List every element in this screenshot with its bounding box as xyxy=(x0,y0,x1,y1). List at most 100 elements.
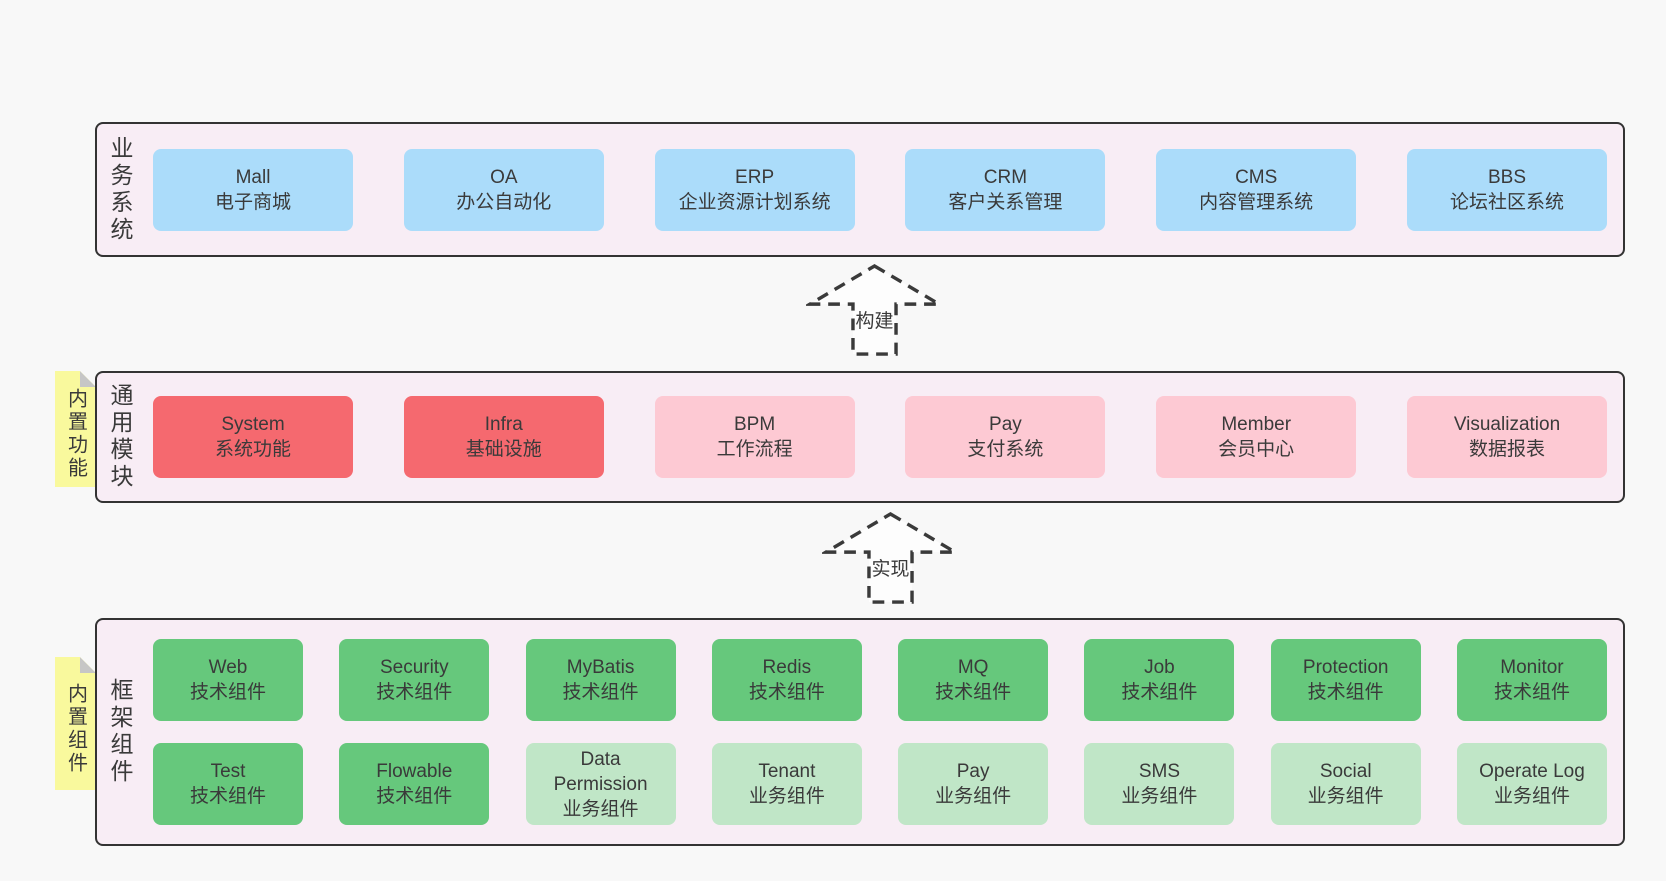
box-subtitle: 会员中心 xyxy=(1218,439,1295,460)
panel-common-modules-label: 通用模块 xyxy=(107,373,133,501)
box-title: Monitor xyxy=(1500,657,1564,678)
box-title: Web xyxy=(208,657,248,678)
box-crm: CRM 客户关系管理 xyxy=(905,148,1106,231)
business-systems-row: Mall 电子商城 OA 办公自动化 ERP 企业资源计划系统 CRM 客户关系… xyxy=(153,124,1607,255)
box-bpm: BPM 工作流程 xyxy=(654,396,855,478)
box-title: Pay xyxy=(956,761,990,782)
box-title: ERP xyxy=(735,166,775,188)
dashed-up-arrow-icon xyxy=(806,263,943,356)
box-security: Security 技术组件 xyxy=(339,639,490,721)
note-fold-corner xyxy=(80,371,96,387)
box-system: System 系统功能 xyxy=(153,396,353,478)
box-subtitle: 业务组件 xyxy=(935,786,1012,807)
box-test: Test 技术组件 xyxy=(153,743,303,825)
box-web: Web 技术组件 xyxy=(153,639,303,721)
box-cms: CMS 内容管理系统 xyxy=(1156,148,1357,231)
box-bbs: BBS 论坛社区系统 xyxy=(1406,148,1607,231)
box-subtitle: 业务组件 xyxy=(562,798,639,820)
box-erp: ERP 企业资源计划系统 xyxy=(654,148,855,231)
box-title: SMS xyxy=(1138,761,1180,782)
box-title: Social xyxy=(1319,761,1372,782)
box-infra: Infra 基础设施 xyxy=(403,396,604,478)
box-sms: SMS 业务组件 xyxy=(1084,743,1235,825)
common-modules-row: System 系统功能 Infra 基础设施 BPM 工作流程 Pay 支付系统… xyxy=(153,373,1607,501)
box-subtitle: 技术组件 xyxy=(1493,682,1570,703)
box-tenant: Tenant 业务组件 xyxy=(711,743,862,825)
box-pay-system: Pay 支付系统 xyxy=(905,396,1106,478)
box-subtitle: 内容管理系统 xyxy=(1199,191,1314,213)
box-protection: Protection 技术组件 xyxy=(1270,639,1421,721)
box-job: Job 技术组件 xyxy=(1084,639,1235,721)
box-title: CRM xyxy=(983,166,1028,188)
framework-components-grid: Web 技术组件 Security 技术组件 MyBatis 技术组件 Redi… xyxy=(153,620,1607,844)
box-title: Mall xyxy=(235,166,271,188)
box-mq: MQ 技术组件 xyxy=(898,639,1049,721)
box-subtitle: 支付系统 xyxy=(967,439,1044,460)
box-member: Member 会员中心 xyxy=(1156,396,1357,478)
panel-label-text: 框架组件 xyxy=(107,678,133,786)
box-title: Pay xyxy=(989,414,1022,435)
box-operate-log: Operate Log 业务组件 xyxy=(1456,743,1607,825)
box-visualization: Visualization 数据报表 xyxy=(1406,396,1607,478)
box-subtitle: 业务组件 xyxy=(1307,786,1384,807)
arrow-build: 构建 xyxy=(806,262,943,358)
panel-common-modules: 通用模块 System 系统功能 Infra 基础设施 BPM 工作流程 Pay… xyxy=(95,371,1625,503)
box-subtitle: 企业资源计划系统 xyxy=(678,191,831,213)
box-title: BBS xyxy=(1487,166,1526,188)
note-label: 内置组件 xyxy=(64,682,87,775)
box-title: Redis xyxy=(762,657,812,678)
box-title: System xyxy=(221,414,285,435)
box-title: Tenant xyxy=(758,761,816,782)
box-subtitle: 业务组件 xyxy=(748,786,825,807)
box-title: OA xyxy=(490,166,518,188)
panel-business-systems-label: 业务系统 xyxy=(107,124,133,255)
box-mybatis: MyBatis 技术组件 xyxy=(525,639,676,721)
box-subtitle: 数据报表 xyxy=(1468,439,1545,460)
box-title: CMS xyxy=(1235,166,1278,188)
note-fold-corner xyxy=(80,657,96,673)
box-subtitle: 技术组件 xyxy=(748,682,825,703)
box-flowable: Flowable 技术组件 xyxy=(339,743,490,825)
box-subtitle: 技术组件 xyxy=(562,682,639,703)
arrow-implement-label: 实现 xyxy=(871,559,910,580)
box-subtitle: 论坛社区系统 xyxy=(1449,191,1564,213)
box-monitor: Monitor 技术组件 xyxy=(1456,639,1607,721)
box-subtitle: 业务组件 xyxy=(1493,786,1570,807)
box-title: Job xyxy=(1144,657,1175,678)
box-subtitle: 技术组件 xyxy=(1121,682,1198,703)
box-title: Visualization xyxy=(1453,414,1561,435)
panel-framework-components-label: 框架组件 xyxy=(107,620,133,844)
box-title: Data Permission xyxy=(553,748,648,795)
box-subtitle: 办公自动化 xyxy=(456,191,552,213)
box-redis: Redis 技术组件 xyxy=(711,639,862,721)
box-data-permission: Data Permission 业务组件 xyxy=(525,743,676,825)
box-subtitle: 客户关系管理 xyxy=(948,191,1063,213)
dashed-up-arrow-icon xyxy=(822,511,959,604)
box-title: BPM xyxy=(734,414,776,435)
panel-label-text: 业务系统 xyxy=(107,135,133,244)
box-title: Infra xyxy=(484,414,523,435)
arrow-build-label: 构建 xyxy=(855,311,894,332)
box-social: Social 业务组件 xyxy=(1270,743,1421,825)
box-oa: OA 办公自动化 xyxy=(403,148,604,231)
box-title: Member xyxy=(1221,414,1292,435)
sticky-note-builtin-features: 内置功能 xyxy=(55,371,96,487)
box-title: MyBatis xyxy=(566,657,635,678)
box-mall: Mall 电子商城 xyxy=(153,148,353,231)
panel-label-text: 通用模块 xyxy=(107,383,133,491)
box-subtitle: 技术组件 xyxy=(376,682,453,703)
box-subtitle: 系统功能 xyxy=(214,439,291,460)
box-subtitle: 技术组件 xyxy=(189,682,266,703)
box-subtitle: 技术组件 xyxy=(376,786,453,807)
box-title: Flowable xyxy=(376,761,453,782)
box-pay-component: Pay 业务组件 xyxy=(898,743,1049,825)
box-title: MQ xyxy=(957,657,989,678)
box-subtitle: 技术组件 xyxy=(1307,682,1384,703)
panel-business-systems: 业务系统 Mall 电子商城 OA 办公自动化 ERP 企业资源计划系统 CRM… xyxy=(95,122,1625,257)
box-title: Operate Log xyxy=(1479,761,1585,782)
box-title: Protection xyxy=(1302,657,1389,678)
panel-framework-components: 框架组件 Web 技术组件 Security 技术组件 MyBatis 技术组件… xyxy=(95,618,1625,846)
note-label: 内置功能 xyxy=(64,388,87,480)
box-subtitle: 基础设施 xyxy=(465,439,542,460)
